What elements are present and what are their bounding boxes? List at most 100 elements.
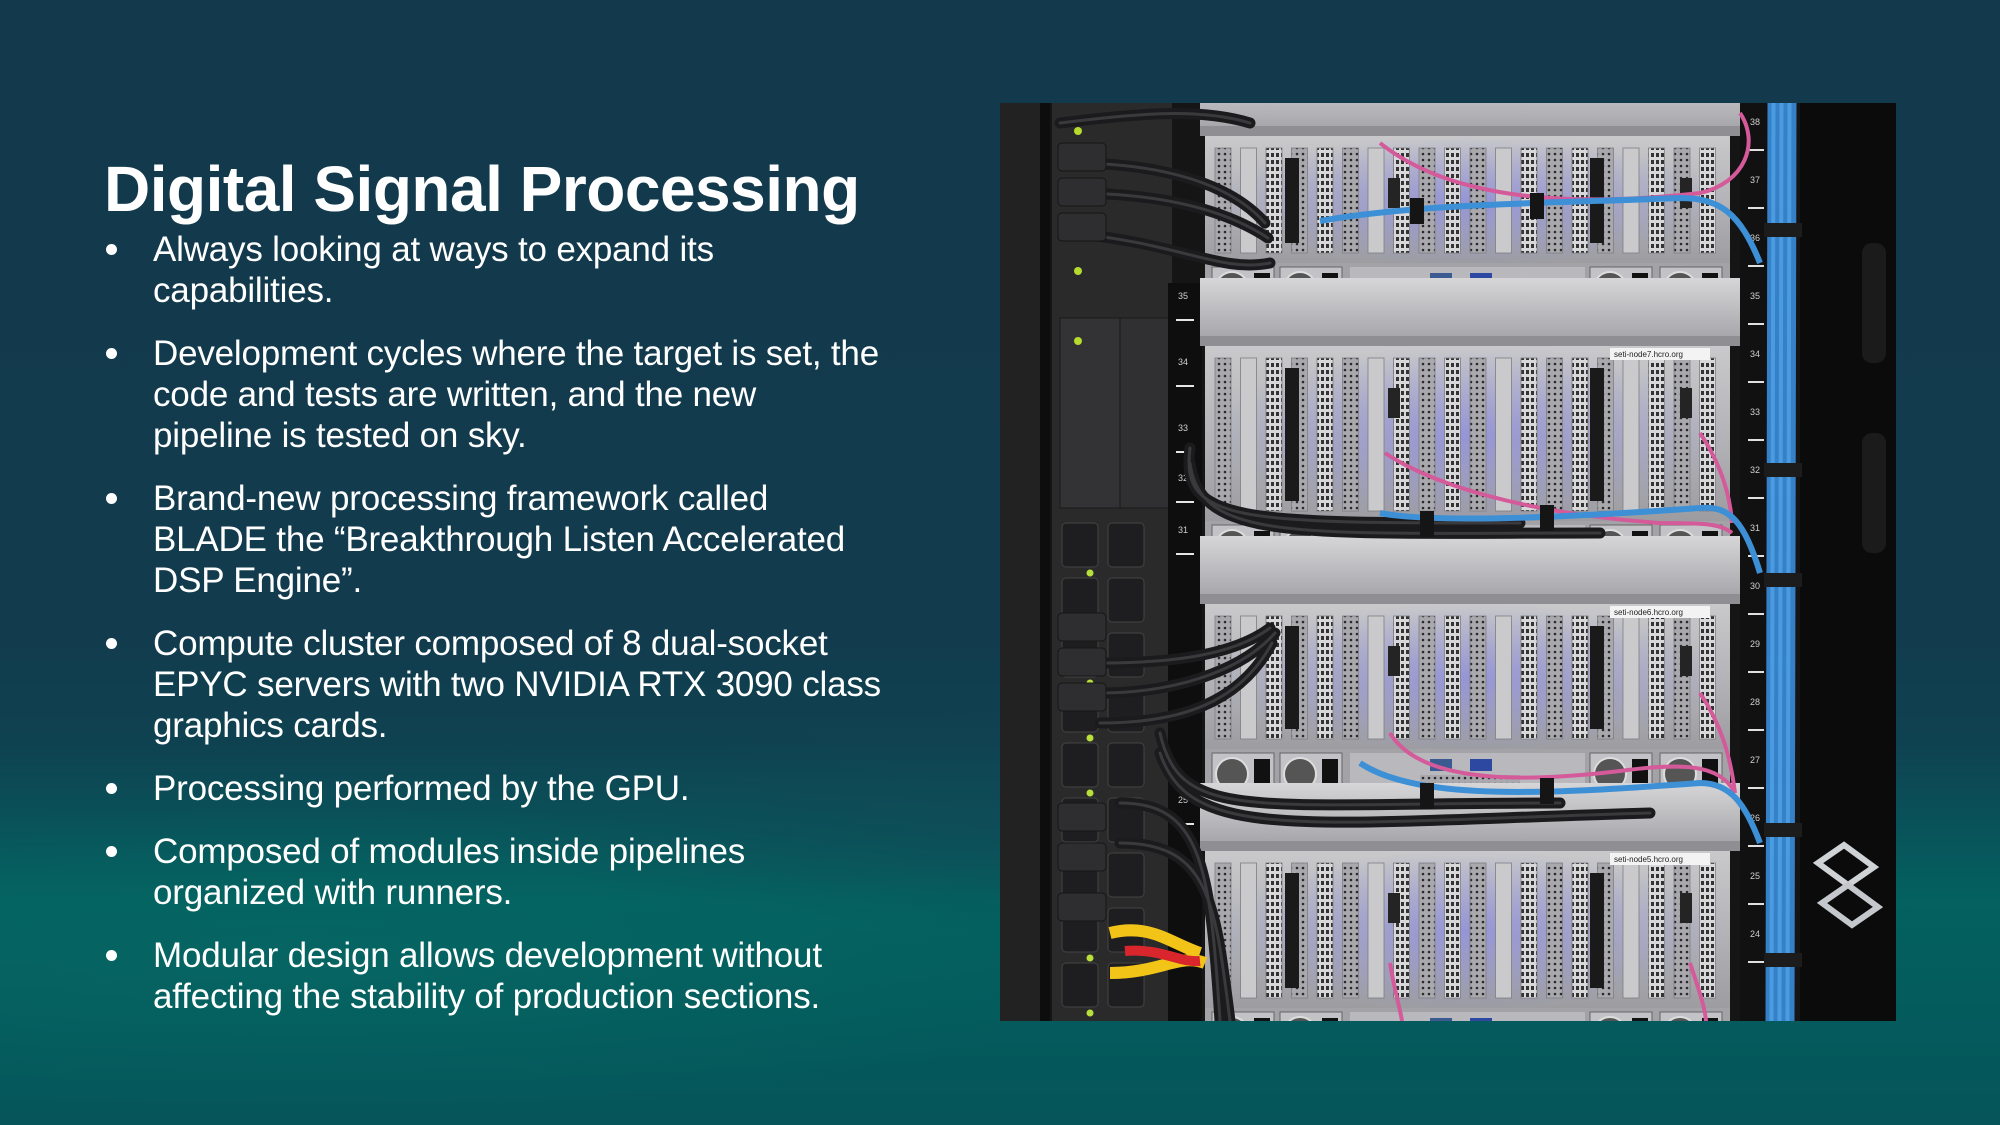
rack-unit-number: 26: [1750, 813, 1760, 823]
rack-unit-number: 29: [1750, 639, 1760, 649]
power-cable-highlight: [1118, 841, 1232, 1021]
bullet-line: EPYC servers with two NVIDIA RTX 3090 cl…: [153, 665, 881, 704]
ethernet-cable: [1358, 760, 1763, 845]
rack-unit-number: 32: [1750, 465, 1760, 475]
bullet-item: Compute cluster composed of 8 dual-socke…: [104, 623, 984, 746]
ethernet-cable-bundle: [1789, 103, 1797, 1021]
bullet-line: affecting the stability of production se…: [153, 977, 821, 1016]
pcie-slot-bracket: [1495, 147, 1512, 254]
pcie-slot-bracket: [1673, 615, 1691, 740]
server-chassis: seti-node5.hcro.org: [1200, 783, 1740, 1021]
rack-unit-tick: [1748, 381, 1764, 383]
pdu-outlet: [1107, 632, 1145, 678]
pdu-status-led: [1086, 789, 1094, 797]
power-supply-unit: [1589, 1011, 1653, 1021]
pcie-slot-bracket: [1520, 357, 1538, 512]
pcie-slot-bracket: [1546, 862, 1563, 999]
psu-power-socket: [1632, 759, 1648, 787]
power-supply-unit: [1659, 1011, 1723, 1021]
bullet-text: Processing performed by the GPU.: [153, 768, 984, 809]
pcie-slot-bracket: [1393, 615, 1410, 740]
rack-unit-tick: [1748, 787, 1764, 789]
bullet-dot-icon: [106, 244, 117, 255]
velcro-strap: [1764, 823, 1802, 837]
power-cable-highlight: [1098, 641, 1274, 725]
fiber-cable: [1698, 691, 1737, 794]
pcie-slot-bracket: [1393, 357, 1410, 512]
slide-title: Digital Signal Processing: [104, 152, 860, 225]
bullet-dot-icon: [106, 348, 117, 359]
network-card-port: [1680, 388, 1692, 418]
pcie-slot-bracket: [1316, 357, 1334, 512]
velcro-strap: [1540, 505, 1554, 531]
bullet-line: Development cycles where the target is s…: [153, 334, 879, 373]
rack-unit-tick: [1748, 845, 1764, 847]
bullet-text: Compute cluster composed of 8 dual-socke…: [153, 623, 984, 746]
ethernet-cable-bundle: [1765, 103, 1773, 1021]
bullet-text: Modular design allows development withou…: [153, 935, 984, 1017]
pcie-slot-bracket: [1393, 862, 1410, 999]
rack-unit-number: 27: [1750, 755, 1760, 765]
pcie-slot-bracket: [1520, 862, 1538, 999]
rack-door-edge: [1040, 103, 1050, 1021]
bullet-dot-icon: [106, 493, 117, 504]
gpu-display-ports: [1590, 368, 1604, 501]
power-plug: [1057, 647, 1107, 677]
pcie-slot-bracket: [1240, 357, 1257, 512]
server-shelf-lip: [1200, 126, 1740, 136]
rack-unit-number: 34: [1750, 349, 1760, 359]
power-plug: [1057, 612, 1107, 642]
psu-fan-icon: [1287, 1016, 1313, 1021]
rack-unit-number: 34: [1178, 357, 1188, 367]
bullet-line: pipeline is tested on sky.: [153, 416, 527, 455]
fiber-cable: [1688, 962, 1708, 1021]
pcie-slot-bracket: [1622, 615, 1640, 740]
gpu-display-ports: [1285, 158, 1299, 243]
rack-unit-tick: [1748, 671, 1764, 673]
vga-port: [1470, 1018, 1492, 1021]
rack-unit-number: 33: [1178, 423, 1188, 433]
pcie-slot-bracket: [1444, 357, 1461, 512]
pcie-slot-bracket: [1342, 357, 1359, 512]
server-chassis: seti-node6.hcro.org: [1200, 536, 1740, 799]
power-plug: [1057, 842, 1107, 872]
rack-unit-number: 35: [1750, 291, 1760, 301]
pcie-slot-bracket: [1673, 862, 1691, 999]
bullet-line: Always looking at ways to expand its: [153, 230, 714, 269]
pdu-outlet: [1107, 742, 1145, 788]
power-cable-highlight: [1098, 626, 1272, 665]
power-cable-highlight: [1068, 231, 1272, 267]
pcie-slot-bracket: [1699, 615, 1716, 740]
pdu-status-led: [1086, 954, 1094, 962]
velcro-strap: [1764, 223, 1802, 237]
power-plug: [1057, 142, 1107, 172]
rack-unit-tick: [1748, 497, 1764, 499]
psu-power-socket: [1702, 1018, 1718, 1021]
bullet-line: Brand-new processing framework called: [153, 479, 769, 518]
pcie-slot-bracket: [1546, 357, 1563, 512]
network-card-port: [1388, 178, 1400, 208]
server-hostname-label: [1610, 853, 1710, 865]
pdu-outlet: [1061, 522, 1099, 568]
power-cable-highlight: [1098, 631, 1277, 695]
bullet-item: Modular design allows development withou…: [104, 935, 984, 1017]
velcro-strap: [1764, 953, 1802, 967]
velcro-strap: [1530, 193, 1544, 219]
pcie-slot-bracket: [1699, 862, 1716, 999]
pcie-slot-bracket: [1648, 615, 1665, 740]
red-cable: [1124, 945, 1201, 967]
pcie-slot-bracket: [1495, 615, 1512, 740]
psu-fan-icon: [1597, 1016, 1623, 1021]
ethernet-cable-bundle: [1781, 103, 1789, 1021]
psu-power-socket: [1322, 1018, 1338, 1021]
server-shelf: [1200, 278, 1740, 336]
pdu-outlet: [1107, 522, 1145, 568]
power-cable-highlight: [1058, 112, 1252, 125]
rack-unit-tick: [1748, 439, 1764, 441]
gpu-display-ports: [1590, 873, 1604, 988]
bullet-line: code and tests are written, and the new: [153, 375, 757, 414]
